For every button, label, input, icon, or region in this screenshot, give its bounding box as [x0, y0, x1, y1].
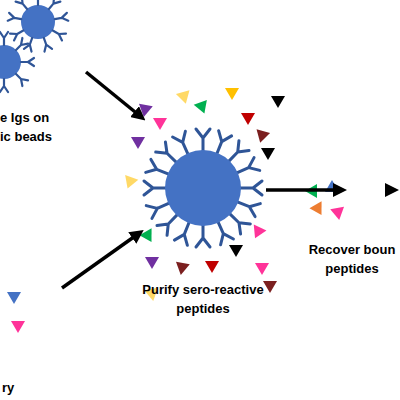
- peptide-library: [7, 292, 25, 333]
- step-label: Recover boun peptides: [302, 240, 400, 278]
- recovered-peptides: [305, 180, 346, 221]
- bead-with-peptides: [144, 129, 262, 247]
- step-label: Purify sero-reactive peptides: [128, 280, 278, 318]
- peptide-triangles: [121, 88, 285, 302]
- step-label: e Igs on ic beads: [0, 108, 62, 146]
- step-label: ry: [2, 378, 42, 397]
- magnetic-bead: [0, 32, 34, 92]
- magnetic-bead: [8, 0, 68, 52]
